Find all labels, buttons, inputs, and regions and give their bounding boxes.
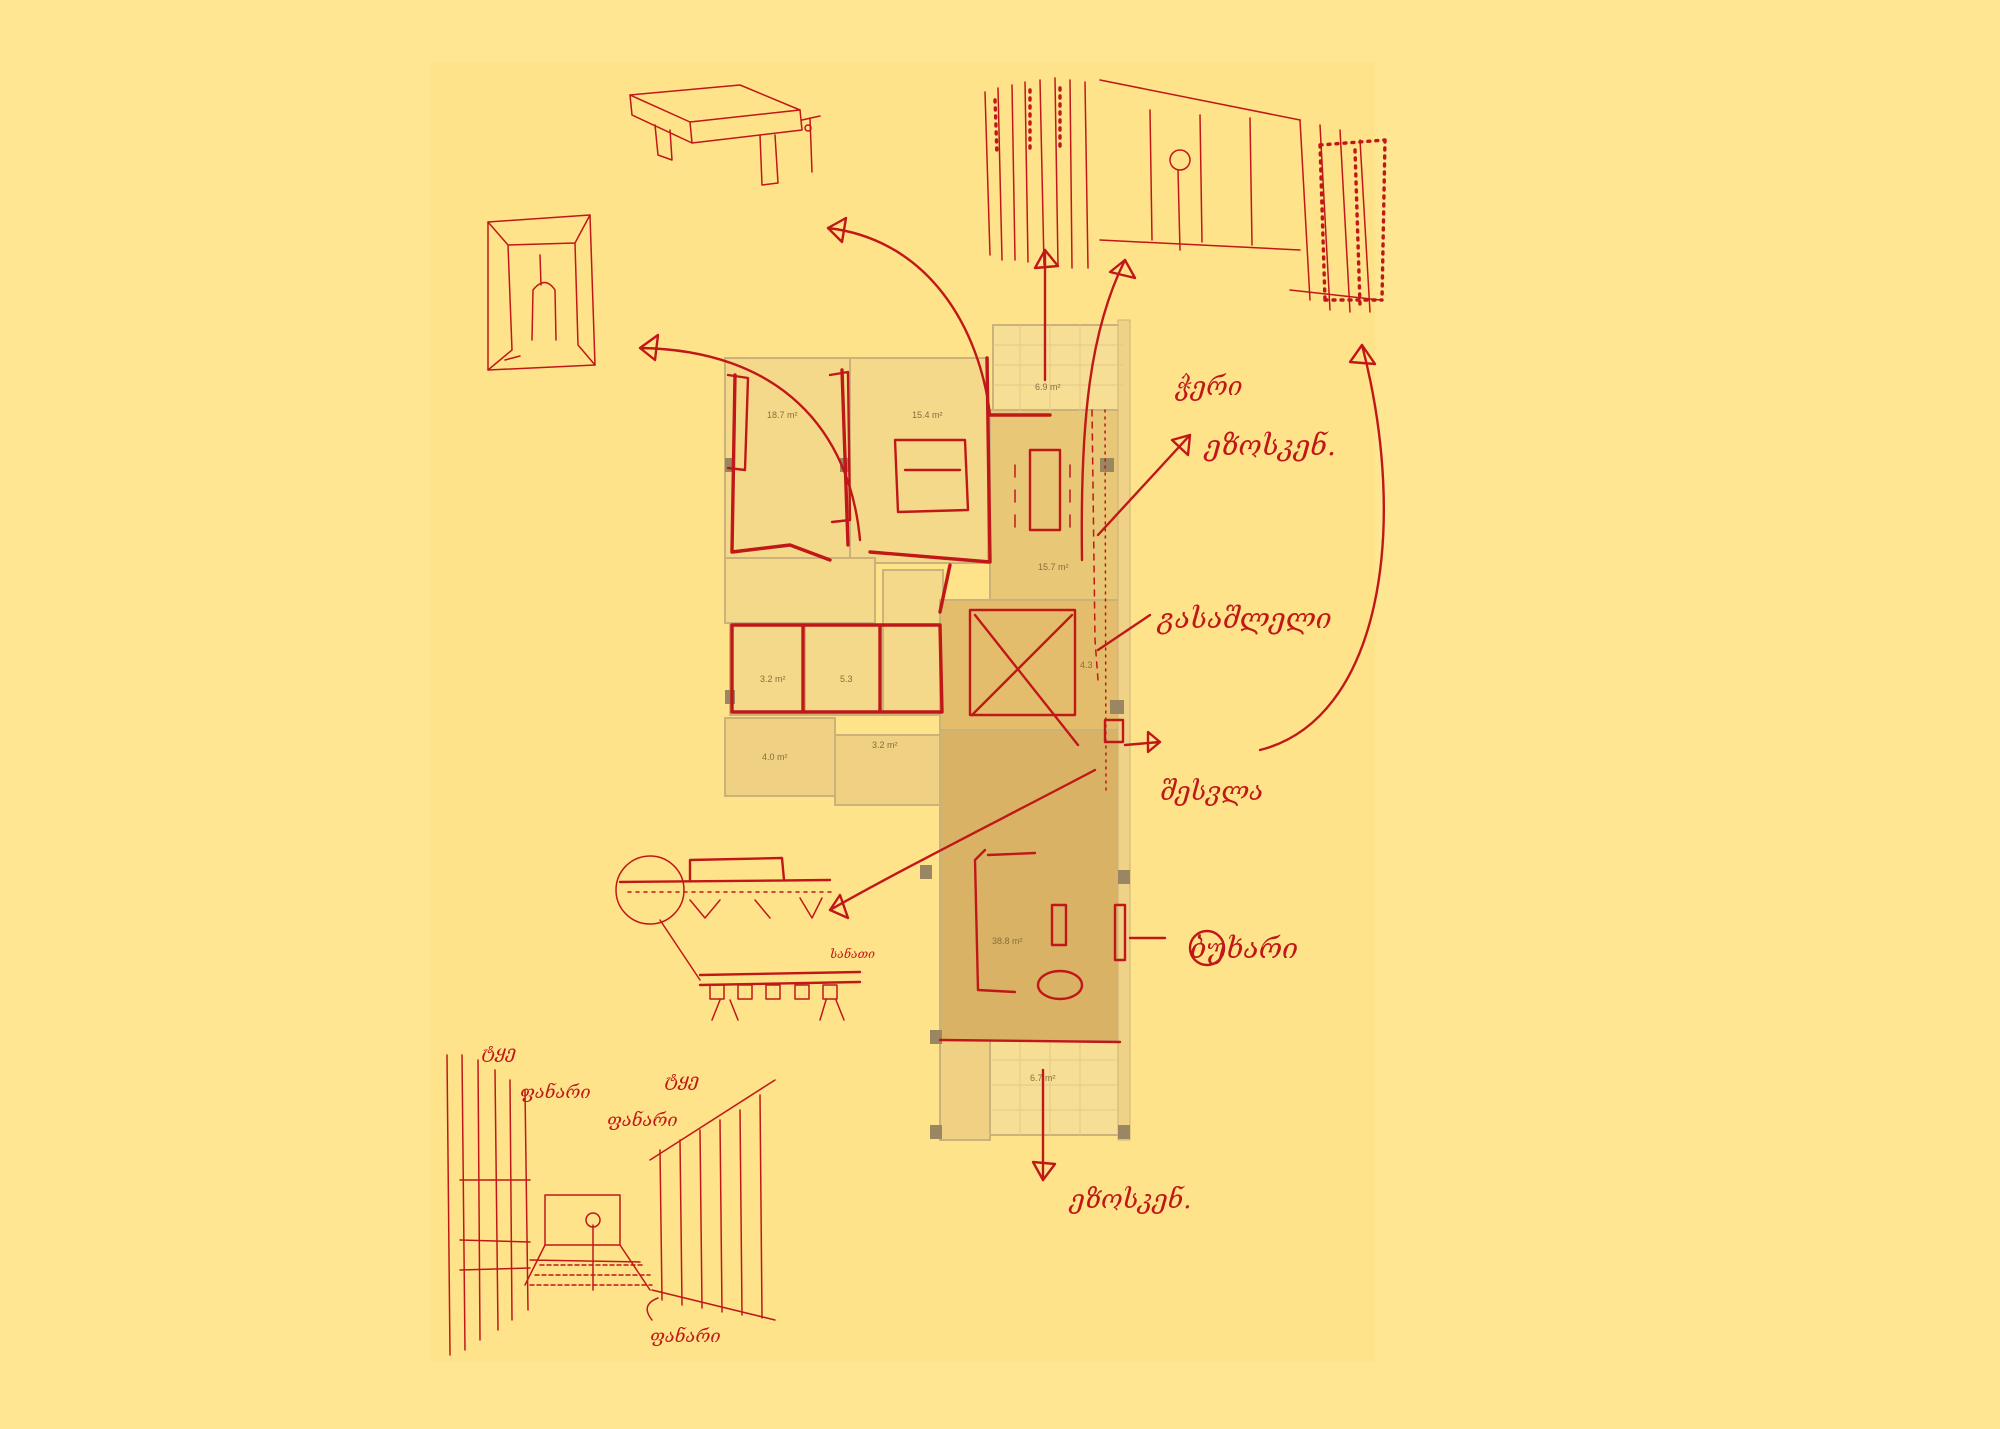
note-fireplace: ბუხარი	[1190, 932, 1298, 965]
room-kitchen	[939, 599, 1121, 751]
room-bedroom-2	[849, 357, 989, 564]
corridor-sketch: ტყე ტყე ფანარი ფანარი ფანარი	[446, 1042, 776, 1356]
shelf-sketch	[984, 77, 1387, 313]
area-label-dining: 15.7 m²	[1038, 562, 1069, 572]
room-dining	[989, 409, 1121, 611]
note-lamp: სანათი	[830, 946, 875, 961]
arrow-loop	[1258, 343, 1386, 752]
area-label-bath-2: 5.3	[840, 674, 853, 684]
note-folding: გასაშლელი	[1156, 602, 1332, 635]
room-balcony-top	[992, 324, 1124, 416]
room-entry	[834, 734, 941, 806]
room-hall	[882, 569, 944, 716]
room-balcony-bottom	[989, 1039, 1121, 1136]
void-sketch	[968, 608, 1077, 717]
note-lantern-2: ფანარი	[607, 1109, 678, 1131]
handwritten-notes: ჭერი ეზოსკენ. გასაშლელი შესვლა ბუხარი ეზ…	[1068, 372, 1336, 1215]
note-forest-right: ტყე	[665, 1070, 699, 1091]
area-label-bath-1: 3.2 m²	[760, 674, 786, 684]
note-entrance: შესვლა	[1160, 777, 1263, 807]
dining-table-sketch	[1028, 448, 1062, 532]
area-label-bedroom-2: 15.4 m²	[912, 410, 943, 420]
area-label-living: 38.8 m²	[992, 936, 1023, 946]
note-lantern-1: ფანარი	[520, 1081, 591, 1103]
area-label-storage: 4.0 m²	[762, 752, 788, 762]
portal-sketch	[487, 214, 596, 371]
area-label-bedroom-1: 18.7 m²	[767, 410, 798, 420]
area-label-balcony-top: 6.9 m²	[1035, 382, 1061, 392]
note-to-yard-bottom: ეზოსკენ.	[1068, 1185, 1192, 1215]
room-bedroom-1	[724, 357, 851, 559]
area-label-kitchen: 4.3	[1080, 660, 1093, 670]
area-label-entry: 3.2 m²	[872, 740, 898, 750]
lamp-detail-sketch: სანათი	[615, 855, 875, 1021]
plan-ink-overlay	[726, 356, 1127, 1044]
note-to-yard-top: ეზოსკენ.	[1203, 429, 1336, 462]
table-sketch	[629, 84, 821, 186]
note-lantern-3: ფანარი	[650, 1325, 721, 1347]
room-living	[939, 729, 1126, 1041]
note-forest-left: ტყე	[482, 1042, 516, 1063]
arrow-to-portal	[638, 346, 862, 542]
arrows	[638, 216, 1386, 1182]
room-bath-2	[804, 624, 884, 716]
note-ceiling: ჭერი	[1175, 372, 1243, 402]
room-closet	[724, 557, 876, 624]
room-bath-1	[729, 624, 806, 716]
